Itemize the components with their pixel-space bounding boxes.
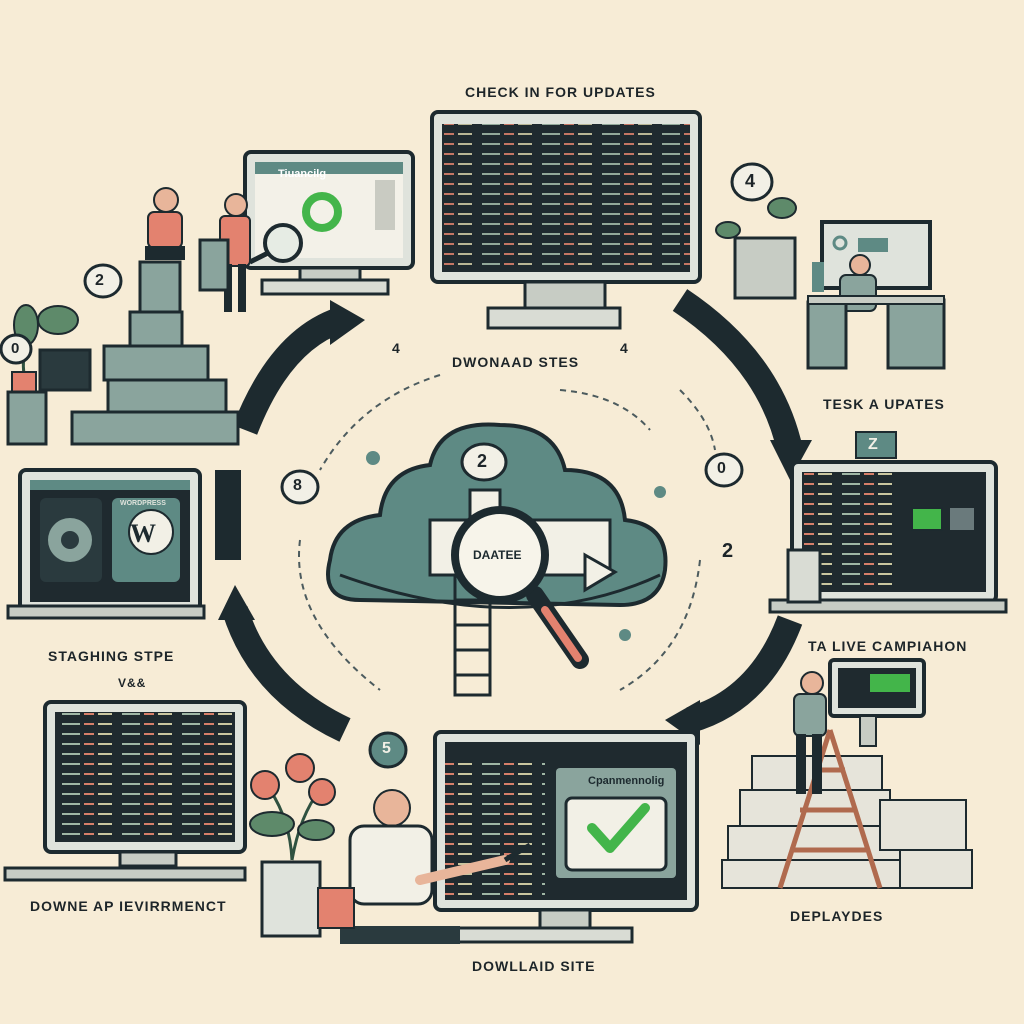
badge-arc-top-left: 4 — [392, 340, 401, 356]
badge-top-right: 4 — [745, 171, 757, 191]
badge-circle-plant — [0, 333, 33, 365]
badge-plant-left: 0 — [11, 340, 21, 357]
screen-wordpress-logo: W — [130, 519, 156, 548]
badge-circle-left: 8 — [293, 477, 303, 494]
plant-left — [6, 304, 92, 446]
badge-cloud: 2 — [477, 451, 489, 471]
magnifier-date-text: DAATEE — [473, 548, 522, 562]
cycle-arrows — [215, 289, 803, 742]
badge-bottom-bubble: 5 — [382, 740, 392, 757]
screen-completing-text: Cpanmennolig — [588, 775, 665, 787]
flower-pot — [249, 753, 336, 938]
badge-arc-top-right: 4 — [620, 340, 629, 356]
right-laptop — [768, 431, 1008, 614]
screen-training-text: Tiuancilg — [278, 168, 327, 180]
label-download-site: DOWLLAID SITE — [472, 958, 596, 974]
badge-bubble-bottom — [368, 731, 408, 769]
cloud-number-badge-shape — [460, 442, 508, 482]
label-download-sites: DWONAAD STES — [452, 354, 580, 370]
label-live-campaign: TA LIVE CAMPIAHON — [808, 638, 968, 654]
badge-circle-right — [704, 452, 744, 488]
arrow-head-right — [770, 440, 812, 480]
top-monitor — [430, 110, 702, 330]
badge-circle-stack — [83, 263, 123, 299]
label-check-updates: CHECK IN FOR UPDATES — [465, 84, 656, 100]
magnifier-icon — [451, 506, 589, 669]
label-staging-sub: V&& — [118, 676, 147, 690]
server-stack-left — [70, 238, 240, 446]
badge-right-circle: 0 — [717, 460, 727, 477]
bottom-monitor — [317, 730, 699, 944]
label-task-updates: TESK A UPATES — [823, 396, 945, 412]
label-deployed: DEPLAYDES — [790, 908, 884, 924]
dashed-arrows — [298, 374, 716, 691]
training-monitor — [243, 150, 415, 296]
badge-right-z: Z — [868, 436, 879, 453]
label-staging-site: STAGHING STPE — [48, 648, 175, 664]
arrow-head-left — [218, 585, 255, 620]
badge-stack-left: 2 — [95, 272, 105, 289]
screen-wordpress-tag: WORDPRESS — [120, 500, 166, 507]
badge-circle-left — [280, 469, 320, 505]
dev-monitor — [3, 700, 247, 882]
left-laptop — [6, 468, 206, 620]
workstation-top-right — [715, 162, 946, 370]
arrow-head-top — [330, 300, 365, 345]
badge-right-curl: 2 — [722, 540, 735, 562]
label-dev-environment: DOWNE AP IEVIRRMENCT — [30, 898, 227, 914]
gear-icon — [366, 451, 666, 641]
person-on-ladder — [793, 658, 926, 794]
